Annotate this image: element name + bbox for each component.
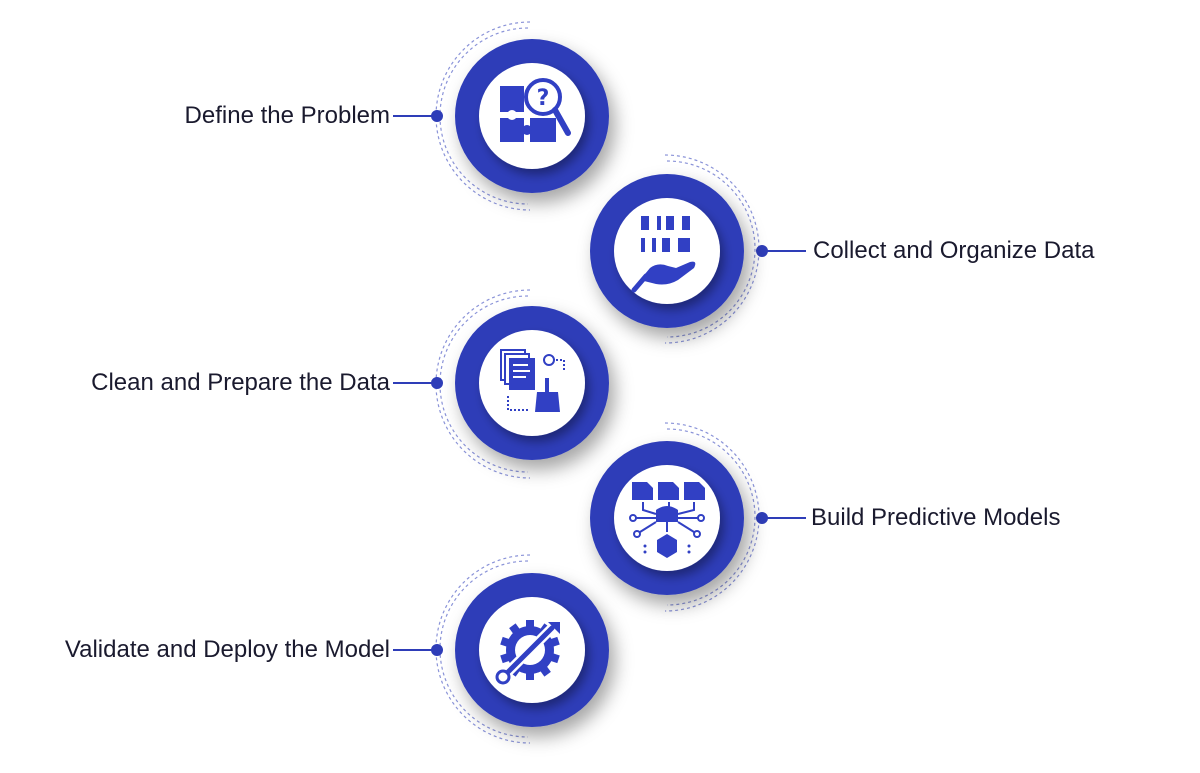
arc-4-outer — [664, 422, 760, 612]
documents-broom-icon — [500, 349, 565, 412]
arc-5-outer — [435, 554, 531, 744]
connector-dot-2 — [756, 245, 768, 257]
arc-2-inner — [666, 160, 756, 338]
arc-1-outer — [435, 21, 531, 211]
step-label-define-problem: Define the Problem — [184, 102, 390, 129]
data-hand-icon — [631, 216, 696, 293]
puzzle-question-icon: ? — [500, 78, 571, 142]
svg-text:?: ? — [537, 86, 550, 111]
step-label-build-models: Build Predictive Models — [811, 504, 1061, 531]
gear-wrench-icon — [495, 620, 560, 685]
gear-tooth — [526, 670, 534, 680]
step-label-collect-data: Collect and Organize Data — [813, 237, 1095, 264]
step-label-clean-data: Clean and Prepare the Data — [91, 369, 390, 396]
connectors — [393, 110, 806, 656]
arc-4-inner — [666, 428, 756, 606]
connector-dot-5 — [431, 644, 443, 656]
step-label-validate-deploy: Validate and Deploy the Model — [64, 636, 390, 663]
connector-dot-4 — [756, 512, 768, 524]
arc-3-outer — [435, 289, 531, 479]
model-network-icon — [629, 482, 705, 558]
step-circle-1 — [455, 39, 609, 193]
connector-dot-1 — [431, 110, 443, 122]
connector-dot-3 — [431, 377, 443, 389]
arc-2-outer — [664, 154, 760, 344]
gear-tooth — [526, 620, 534, 630]
